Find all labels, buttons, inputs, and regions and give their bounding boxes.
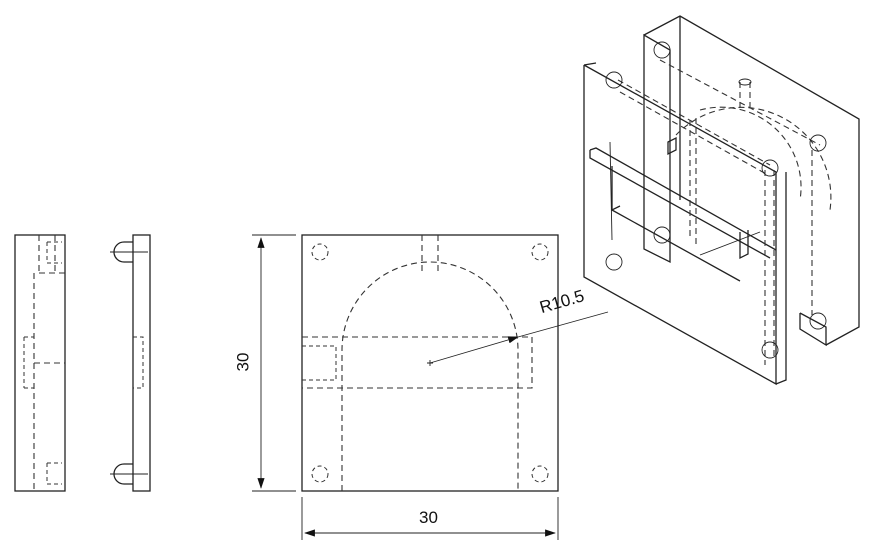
front-view — [252, 234, 609, 540]
height-dimension-label: 30 — [233, 352, 253, 372]
width-dimension-label: 30 — [419, 508, 438, 527]
side-view-right — [110, 234, 151, 492]
isometric-view — [583, 15, 860, 386]
side-view-left — [14, 234, 66, 492]
